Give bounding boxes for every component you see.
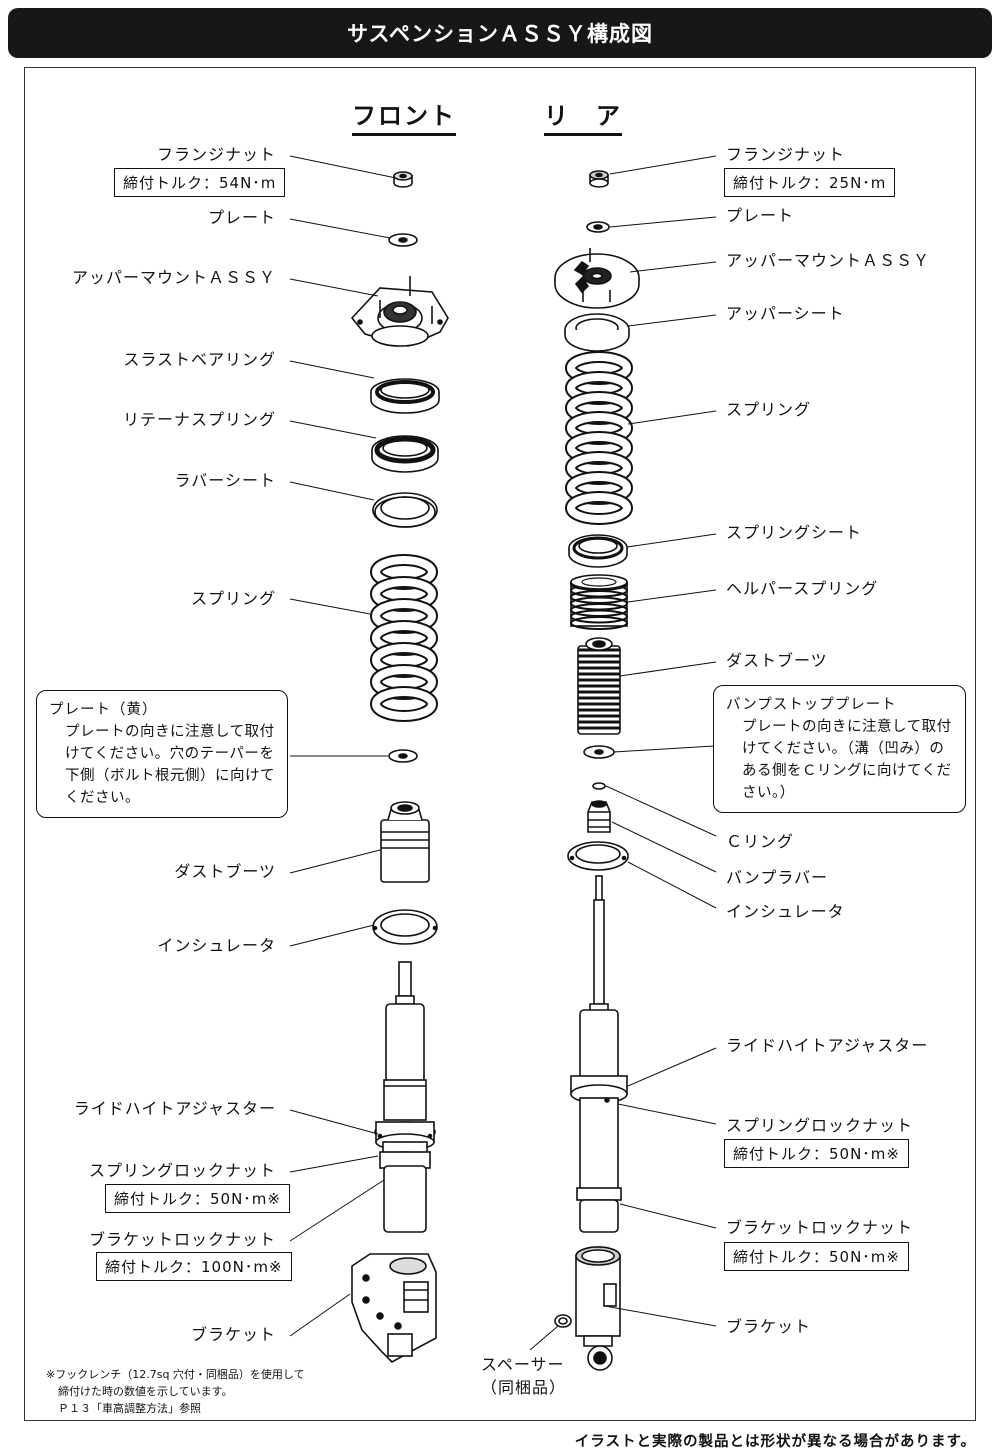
front-retainer-spring-label: リテーナスプリング: [122, 410, 276, 429]
rear-dust-boot-part: [577, 637, 621, 735]
rear-bracket-lock-nut-torque: 締付トルク：50N･m※: [724, 1242, 909, 1271]
front-dust-boot-part: [380, 801, 430, 883]
diagram-frame: [24, 67, 976, 1421]
rear-insulator-label: インシュレータ: [726, 902, 845, 921]
front-plate-note-line: プレートの向きに注意して取付: [65, 724, 275, 740]
footnote-line: Ｐ１３「車高調整方法」参照: [58, 1402, 201, 1415]
spacer-part: [554, 1314, 572, 1328]
front-bracket-part: [351, 1253, 437, 1363]
leader-lines: [289, 155, 717, 1351]
rear-upper-mount-part: [554, 248, 640, 309]
rear-bump-rubber-label: バンプラバー: [726, 868, 829, 887]
rear-bump-stop-note-line: けてください。（溝（凹み）の: [742, 741, 945, 757]
rear-c-ring-part: [592, 782, 606, 790]
rear-bump-stop-note-title: バンプストッププレート: [726, 697, 897, 713]
rear-ride-height-adjuster-label: ライドハイトアジャスター: [726, 1036, 929, 1055]
front-insulator-label: インシュレータ: [157, 936, 276, 955]
rear-helper-spring-label: ヘルパースプリング: [726, 579, 879, 598]
rear-spring-seat-part: [568, 534, 628, 568]
rear-flange-nut-torque: 締付トルク：25N･m: [724, 168, 896, 197]
front-rubber-seat-part: [372, 492, 438, 528]
front-plate-note-title: プレート（黄）: [49, 702, 158, 718]
front-flange-nut-part: [393, 171, 413, 188]
front-ride-height-adjuster-label: ライドハイトアジャスター: [73, 1099, 276, 1118]
rear-spring-lock-nut-torque: 締付トルク：50N･m※: [724, 1139, 909, 1168]
rear-bump-stop-note-line: さい。）: [742, 785, 795, 801]
rear-damper-part: [570, 875, 628, 1233]
disclaimer: イラストと実際の製品とは形状が異なる場合があります。: [574, 1434, 976, 1450]
rear-helper-spring-part: [570, 574, 628, 630]
rear-bump-stop-plate-part: [583, 745, 615, 759]
footnote: ※フックレンチ（12.7sq 穴付・同梱品）を使用して 締付けた時の数値を示して…: [46, 1366, 305, 1417]
front-flange-nut-torque: 締付トルク：54N･m: [114, 168, 286, 197]
front-plate-note-line: けてください。穴のテーパーを: [65, 746, 275, 762]
rear-spring-label: スプリング: [726, 400, 812, 419]
rear-spring-seat-label: スプリングシート: [726, 523, 863, 542]
rear-insulator-part: [567, 841, 629, 871]
front-thrust-bearing-part: [370, 378, 440, 414]
footnote-line: ※フックレンチ（12.7sq 穴付・同梱品）を使用して: [46, 1368, 305, 1381]
page-title: サスペンションＡＳＳＹ構成図: [8, 8, 992, 58]
front-bracket-label: ブラケット: [190, 1325, 276, 1344]
front-plate-label: プレート: [207, 208, 276, 227]
rear-bracket-lock-nut-label: ブラケットロックナット: [726, 1218, 914, 1237]
rear-c-ring-label: Ｃリング: [726, 832, 795, 851]
front-flange-nut-label: フランジナット: [156, 145, 276, 164]
rear-upper-mount-label: アッパーマウントＡＳＳＹ: [726, 251, 931, 270]
front-retainer-spring-part: [371, 435, 439, 473]
front-spring-lock-nut-torque: 締付トルク：50N･m※: [105, 1184, 290, 1213]
rear-dust-boot-label: ダストブーツ: [726, 651, 828, 670]
footnote-line: 締付けた時の数値を示しています。: [58, 1385, 233, 1398]
front-yellow-plate-part: [388, 749, 418, 763]
rear-spring-lock-nut-label: スプリングロックナット: [726, 1116, 914, 1135]
front-damper-part: [374, 961, 436, 1233]
rear-flange-nut-part: [589, 170, 609, 188]
front-spring-lock-nut-label: スプリングロックナット: [88, 1161, 276, 1180]
front-plate-note: プレート（黄） プレートの向きに注意して取付 けてください。穴のテーパーを 下側…: [36, 690, 288, 818]
rear-bump-stop-note-line: プレートの向きに注意して取付: [742, 719, 952, 735]
rear-spring-part: [565, 351, 633, 525]
rear-bracket-part: [575, 1246, 621, 1371]
rear-bracket-label: ブラケット: [726, 1317, 812, 1336]
front-thrust-bearing-label: スラストベアリング: [123, 350, 276, 369]
front-bracket-lock-nut-torque: 締付トルク：100N･m※: [96, 1252, 292, 1281]
rear-bump-rubber-part: [587, 800, 611, 833]
front-bracket-lock-nut-label: ブラケットロックナット: [88, 1230, 276, 1249]
rear-bump-stop-note-line: ある側をＣリングに向けてくだ: [742, 763, 952, 779]
front-spring-part: [370, 554, 438, 722]
front-insulator-part: [372, 909, 438, 945]
rear-plate-part: [586, 221, 610, 233]
rear-column-heading: リ ア: [544, 96, 622, 136]
rear-upper-seat-part: [564, 313, 630, 352]
spacer-sub-label: （同梱品）: [481, 1378, 567, 1397]
front-dust-boot-label: ダストブーツ: [174, 862, 276, 881]
front-plate-note-line: ください。: [65, 790, 140, 806]
front-upper-mount-label: アッパーマウントＡＳＳＹ: [71, 268, 276, 287]
rear-bump-stop-note: バンプストッププレート プレートの向きに注意して取付 けてください。（溝（凹み）…: [713, 685, 966, 813]
front-plate-part: [388, 233, 418, 247]
spacer-label: スペーサー: [481, 1355, 565, 1374]
front-upper-mount-part: [350, 276, 449, 347]
front-rubber-seat-label: ラバーシート: [174, 471, 276, 490]
front-column-heading: フロント: [352, 96, 456, 136]
rear-flange-nut-label: フランジナット: [726, 145, 846, 164]
rear-upper-seat-label: アッパーシート: [726, 304, 845, 323]
rear-plate-label: プレート: [726, 206, 795, 225]
front-spring-label: スプリング: [190, 589, 276, 608]
front-plate-note-line: 下側（ボルト根元側）に向けて: [65, 768, 275, 784]
